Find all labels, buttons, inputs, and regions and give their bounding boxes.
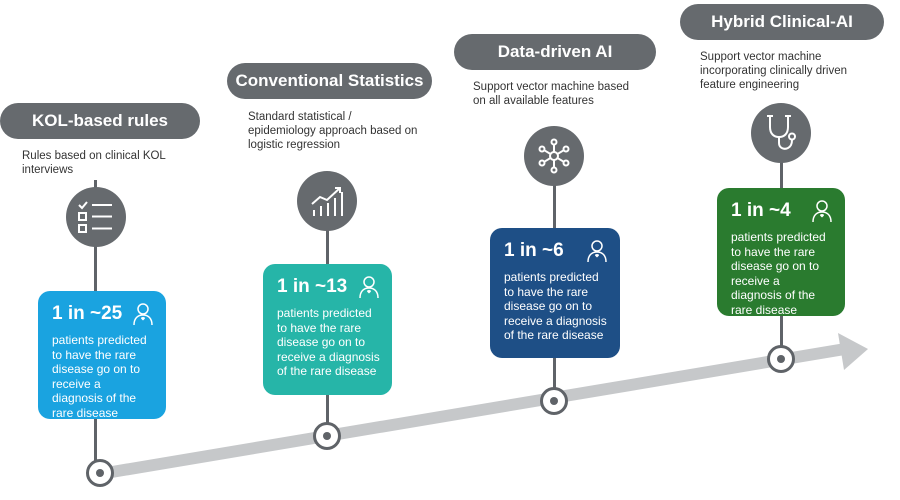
stage-2-title: Conventional Statistics <box>227 63 432 99</box>
stage-3-card-text: patients predicted to have the rare dise… <box>504 270 607 343</box>
stage-1-timeline-node <box>86 459 114 487</box>
timeline-arrow-shaft <box>100 343 845 480</box>
patient-icon <box>359 276 379 299</box>
stage-3-stat: 1 in ~6 <box>504 240 564 261</box>
stage-4-card: 1 in ~4 patients predicted to have the r… <box>717 188 845 317</box>
stage-4-icon-circle <box>751 103 811 163</box>
stage-3-card: 1 in ~6 patients predicted to have the r… <box>490 228 620 358</box>
stage-4-stat: 1 in ~4 <box>731 200 791 221</box>
rising-chart-icon <box>311 187 343 216</box>
patient-icon <box>133 303 153 326</box>
stage-2-card-text: patients predicted to have the rare dise… <box>277 306 380 379</box>
stage-3-timeline-node <box>540 387 568 415</box>
stage-4-card-text: patients predicted to have the rare dise… <box>731 230 826 317</box>
stage-1-stat: 1 in ~25 <box>52 303 123 324</box>
patient-icon <box>587 240 607 263</box>
stage-3-description: Support vector machine based on all avai… <box>473 81 629 107</box>
stage-1-card-text: patients predicted to have the rare dise… <box>52 333 147 420</box>
stage-2-card: 1 in ~13 patients predicted to have the … <box>263 264 392 395</box>
stage-4-title: Hybrid Clinical-AI <box>680 4 884 40</box>
checklist-icon <box>78 201 112 233</box>
stage-2-timeline-node <box>313 422 341 450</box>
stage-1-icon-circle <box>66 187 126 247</box>
stage-1-description: Rules based on clinical KOL interviews <box>22 150 166 176</box>
stethoscope-icon <box>767 115 796 150</box>
network-nodes-icon <box>538 138 570 174</box>
stage-1-title: KOL-based rules <box>0 103 200 139</box>
stage-4-description: Support vector machine incorporating cli… <box>700 51 848 91</box>
stage-1-card: 1 in ~25 patients predicted to have the … <box>38 291 166 420</box>
timeline-arrow-head <box>838 333 868 370</box>
stage-2-stat: 1 in ~13 <box>277 276 348 297</box>
stage-2-icon-circle <box>297 171 357 231</box>
stage-3-title: Data-driven AI <box>454 34 656 70</box>
stage-2-description: Standard statistical / epidemiology appr… <box>248 111 418 151</box>
patient-icon <box>812 200 832 223</box>
stage-4-timeline-node <box>767 345 795 373</box>
stage-3-icon-circle <box>524 126 584 186</box>
